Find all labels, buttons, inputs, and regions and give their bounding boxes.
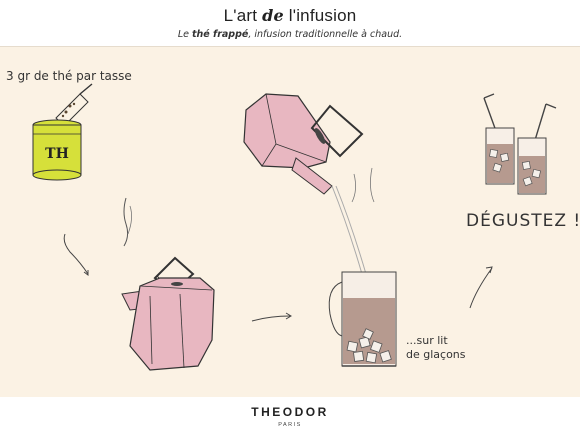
page-footer: THEODOR PARIS	[0, 397, 580, 435]
arrow-1	[63, 233, 89, 275]
ice-label-line2: de glaçons	[406, 348, 466, 361]
page-header: L'art de l'infusion Le thé frappé, infus…	[0, 0, 580, 46]
page-subtitle: Le thé frappé, infusion traditionnelle à…	[177, 29, 403, 40]
kettle-icon	[121, 256, 215, 371]
pouring-kettle-icon	[243, 93, 364, 195]
dose-label: 3 gr de thé par tasse	[6, 69, 132, 83]
tea-tin-icon: TH	[32, 119, 82, 181]
page-title: L'art de l'infusion	[223, 6, 357, 25]
iced-tea-glasses-icon	[483, 93, 557, 195]
arrow-2	[251, 315, 291, 322]
pour-stream	[331, 185, 363, 275]
tin-logo: TH	[45, 146, 69, 162]
arrow-1-head	[83, 270, 89, 276]
brand-logo: THEODOR	[251, 405, 329, 419]
tea-scoop-icon	[55, 83, 93, 127]
enjoy-label: DÉGUSTEZ !	[466, 209, 580, 231]
ice-label-line1: ...sur lit	[406, 334, 448, 347]
steam-wisp	[123, 197, 129, 247]
ice-pitcher-icon	[328, 271, 397, 367]
infusion-illustration: 3 gr de thé par tasse TH	[0, 46, 580, 371]
brand-city: PARIS	[278, 422, 302, 428]
arrow-3	[469, 267, 493, 309]
